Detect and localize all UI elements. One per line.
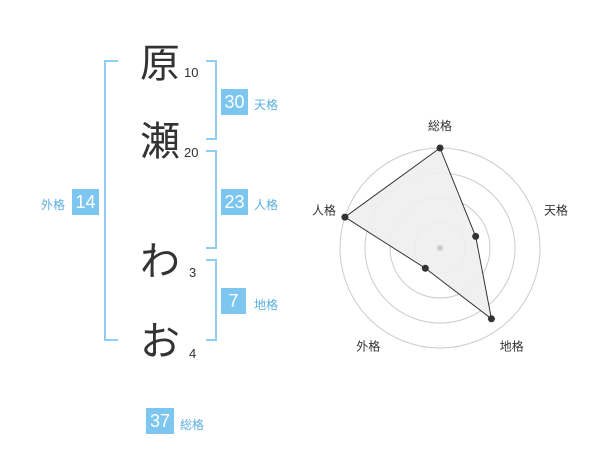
chikaku-label: 地格 — [254, 298, 279, 312]
radar-axis-label: 地格 — [500, 339, 524, 354]
radar-point-1 — [436, 144, 444, 152]
radar-point-4 — [421, 264, 429, 272]
radar-axis-label: 外格 — [356, 339, 380, 354]
name-char-3: わ — [140, 239, 180, 285]
gaikaku-value-box: 14 — [72, 189, 99, 215]
radar-data-polygon — [344, 147, 493, 320]
jinkaku-value-box: 23 — [221, 189, 248, 215]
tenkaku-bracket — [206, 60, 217, 140]
radar-axis-label: 総格 — [428, 118, 452, 133]
jinkaku-bracket — [206, 150, 217, 249]
radar-point-3 — [487, 315, 495, 323]
gaikaku-bracket — [104, 60, 118, 341]
radar-center-dot — [437, 245, 443, 251]
soukaku-label: 総格 — [180, 418, 205, 432]
stroke-count-4: 4 — [189, 346, 197, 361]
radar-axis-label: 天格 — [544, 202, 568, 217]
soukaku-value-box: 37 — [146, 408, 174, 434]
radar-point-2 — [472, 232, 480, 240]
stroke-count-1: 10 — [184, 65, 199, 80]
stroke-count-2: 20 — [184, 145, 199, 160]
name-char-2: 瀬 — [140, 119, 180, 165]
name-char-4: お — [140, 319, 180, 365]
radar-point-5 — [341, 213, 349, 221]
tenkaku-value-box: 30 — [221, 89, 248, 115]
tenkaku-label: 天格 — [254, 98, 279, 112]
radar-axis-label: 人格 — [312, 202, 336, 217]
name-char-1: 原 — [140, 41, 180, 87]
chikaku-bracket — [206, 259, 217, 341]
chikaku-value-box: 7 — [221, 288, 246, 314]
jinkaku-label: 人格 — [254, 198, 279, 212]
gaikaku-label: 外格 — [41, 198, 66, 212]
stroke-count-3: 3 — [189, 265, 197, 280]
